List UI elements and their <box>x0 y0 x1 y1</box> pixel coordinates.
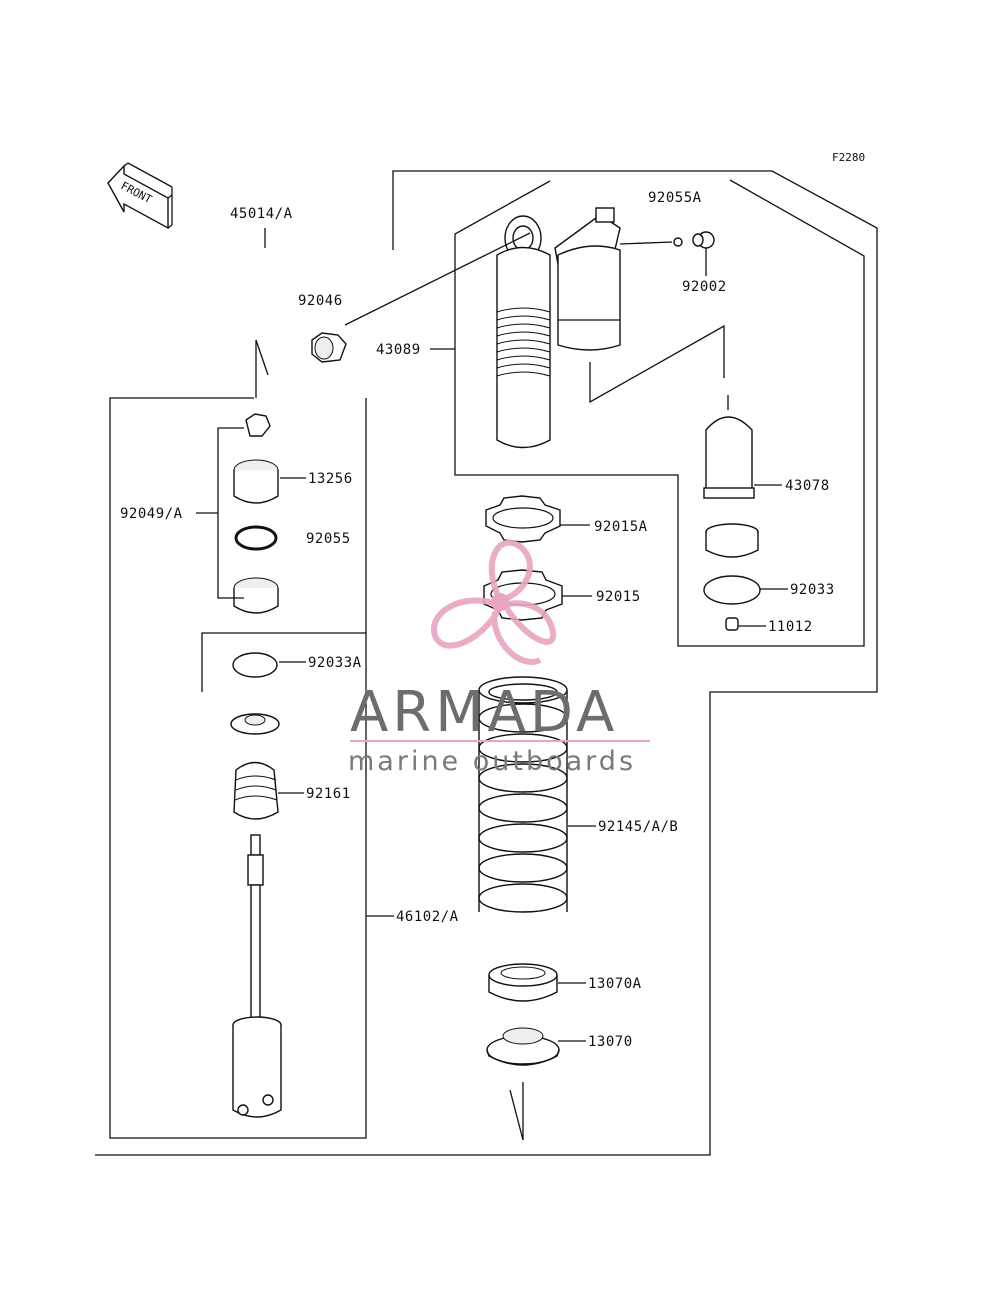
label-92033: 92033 <box>790 582 835 598</box>
label-92033A: 92033A <box>308 655 362 671</box>
label-92002: 92002 <box>682 279 727 295</box>
coil-spring <box>478 676 568 913</box>
label-45014: 45014/A <box>230 206 293 222</box>
upper-bushing-parts <box>233 413 279 614</box>
watermark-subtitle: marine outboards <box>348 746 636 777</box>
label-43089: 43089 <box>376 342 421 358</box>
lower-shaft-parts <box>230 652 282 1118</box>
watermark-title: ARMADA <box>350 680 618 745</box>
diagram-id: F2280 <box>832 151 865 164</box>
label-11012: 11012 <box>768 619 813 635</box>
frame-lines <box>95 170 878 1156</box>
label-92049: 92049/A <box>120 506 183 522</box>
shock-absorber-body <box>496 207 621 449</box>
seal-cap-parts <box>703 523 761 631</box>
label-13256: 13256 <box>308 471 353 487</box>
label-92015: 92015 <box>596 589 641 605</box>
label-43078: 43078 <box>785 478 830 494</box>
label-92015A: 92015A <box>594 519 648 535</box>
bushing-92046 <box>311 332 347 363</box>
spring-lock-nuts <box>483 495 563 621</box>
label-13070A: 13070A <box>588 976 642 992</box>
propeller-logo-icon <box>431 539 557 665</box>
label-92046: 92046 <box>298 293 343 309</box>
label-92055A: 92055A <box>648 190 702 206</box>
label-13070: 13070 <box>588 1034 633 1050</box>
label-92161: 92161 <box>306 786 351 802</box>
label-92055: 92055 <box>306 531 351 547</box>
label-46102: 46102/A <box>396 909 459 925</box>
spring-seats <box>486 963 560 1066</box>
front-arrow-icon: FRONT <box>107 162 173 230</box>
watermark: ARMADA marine outboards <box>348 539 650 777</box>
label-92145: 92145/A/B <box>598 819 678 835</box>
reservoir-cap-43078 <box>589 324 755 499</box>
